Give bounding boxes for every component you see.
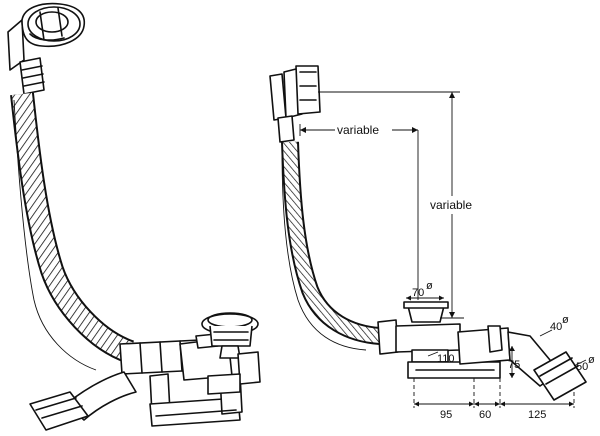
dim-75: 75 [508, 359, 520, 371]
dim-50: 50 [576, 361, 588, 373]
side-view: variable variable 70 ø 110 75 40 ø 50 ø … [269, 65, 595, 421]
dim-125: 125 [528, 409, 546, 421]
dim-40-symbol: ø [562, 314, 569, 326]
dim-70-symbol: ø [426, 280, 433, 292]
waste-body [395, 323, 461, 353]
dim-50-symbol: ø [588, 354, 595, 366]
dim-70: 70 [412, 287, 424, 299]
overflow-head-side [269, 65, 321, 143]
dim-95: 95 [440, 409, 452, 421]
perspective-view [7, 2, 261, 431]
dim-40: 40 [550, 321, 562, 333]
overflow-head [7, 2, 86, 71]
outlet-spigot [29, 391, 89, 431]
bowden-cable-left [13, 99, 97, 371]
hose-connector [377, 319, 399, 355]
variable-vertical-label: variable [430, 198, 472, 212]
side-connector [237, 351, 261, 385]
dim-60: 60 [479, 409, 491, 421]
dim-110: 110 [437, 353, 455, 365]
drain-plug [201, 312, 259, 359]
dimension-lines [299, 91, 587, 408]
variable-horizontal-label: variable [337, 123, 379, 137]
bowden-cable-right [281, 147, 367, 351]
